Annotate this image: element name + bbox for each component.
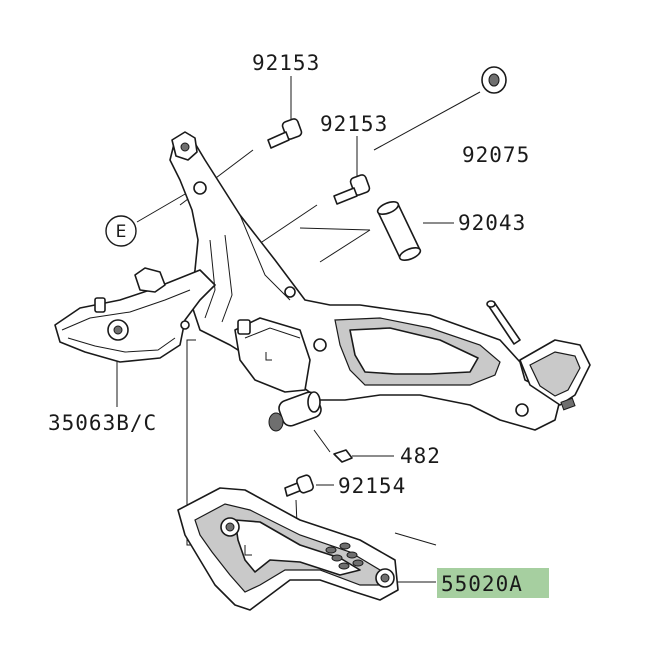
bolt-mid-shank — [333, 187, 358, 205]
frame-rib-2 — [221, 234, 233, 323]
collar — [376, 200, 422, 262]
frame-footpeg-hole-inner — [113, 325, 123, 335]
label-bolt-mid[interactable]: 92153 — [320, 112, 388, 136]
frame-upper-hole — [193, 181, 207, 195]
switch-end — [268, 412, 284, 432]
leader-grommet — [373, 91, 481, 151]
bolt-cover-head — [296, 474, 314, 494]
frame-lower-arm-edge2 — [67, 337, 176, 353]
pin — [486, 300, 521, 345]
cover-vent-6 — [352, 559, 364, 567]
cover-inner — [234, 519, 361, 576]
heel-guard-cover — [177, 487, 399, 611]
label-collar[interactable]: 92043 — [458, 211, 526, 235]
frame-lower-arm — [54, 269, 216, 363]
frame-rib-3 — [239, 214, 291, 301]
bolt-top-shank — [267, 131, 290, 149]
cover-mark — [244, 545, 252, 556]
frame-small-hole — [180, 320, 190, 330]
frame-rear-mount-face — [529, 351, 581, 397]
switch-bracket-edge — [244, 327, 301, 339]
label-grommet[interactable]: 92075 — [462, 143, 530, 167]
frame-clip-mount — [134, 267, 166, 293]
cover-hole-right-inner — [380, 573, 390, 583]
frame-window-inner — [349, 327, 479, 375]
reference-letter: E — [116, 222, 127, 242]
assembly-line-g — [394, 532, 437, 546]
label-bolt-cover[interactable]: 92154 — [338, 474, 406, 498]
cover-vent-3 — [331, 554, 343, 562]
switch-bracket-mark — [265, 352, 272, 361]
bolt-top — [267, 118, 303, 149]
grommet — [481, 66, 507, 94]
highlight-box — [437, 568, 549, 598]
switch-rear — [307, 391, 321, 413]
cover-vent-4 — [346, 551, 358, 559]
switch-bracket — [234, 317, 311, 393]
frame-lower-arm-edge — [61, 289, 191, 331]
cover-vent-2 — [339, 542, 351, 550]
switch-bracket-lug — [237, 319, 251, 335]
reference-circle-e: E — [105, 215, 137, 247]
frame-mid-hole-2 — [313, 338, 327, 352]
label-bracket[interactable]: 35063B/C — [48, 411, 157, 435]
label-cover[interactable]: 55020A — [441, 572, 523, 596]
bolt-mid — [333, 174, 371, 205]
frame-bracket — [54, 131, 591, 431]
assembly-line-c — [299, 227, 371, 231]
leader-e — [136, 189, 193, 223]
pin-top — [486, 300, 496, 308]
bolt-cover — [284, 474, 314, 497]
collar-bottom — [398, 246, 422, 262]
clip-482 — [333, 449, 353, 463]
cover-hole-left-inner — [225, 522, 235, 532]
frame-rib-1 — [204, 239, 216, 319]
assembly-line-d — [319, 229, 371, 263]
label-bolt-top[interactable]: 92153 — [252, 51, 320, 75]
collar-top — [376, 200, 400, 216]
frame-footpeg-stub — [94, 297, 106, 313]
assembly-line-e — [313, 429, 331, 453]
frame-rear-hole — [515, 403, 529, 417]
frame-rear-stud — [560, 397, 576, 411]
frame-top-tab-hole — [180, 142, 190, 152]
brake-switch — [268, 391, 322, 432]
frame-mid-hole — [284, 286, 296, 298]
grommet-hole — [488, 73, 500, 87]
cover-vent-1 — [325, 546, 337, 554]
label-clip[interactable]: 482 — [400, 444, 441, 468]
cover-vent-5 — [338, 562, 350, 570]
